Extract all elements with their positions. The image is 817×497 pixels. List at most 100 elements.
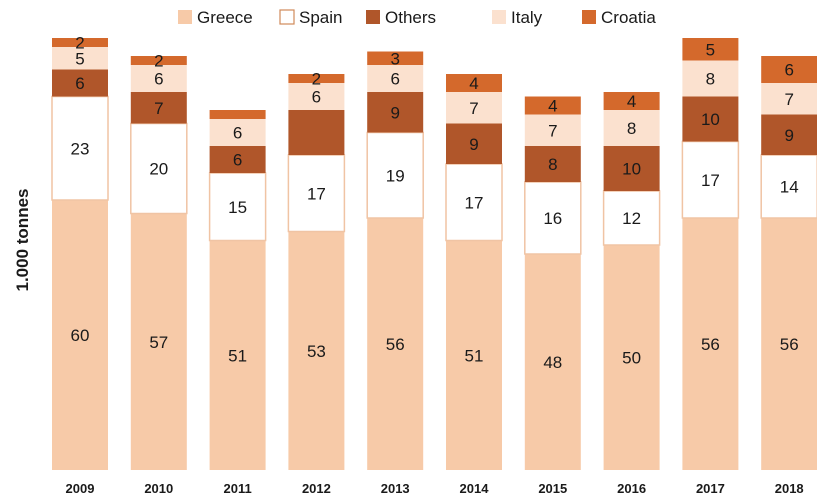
data-label-italy-2016: 8 [627, 119, 636, 138]
data-label-croatia-2015: 4 [548, 97, 557, 116]
data-label-spain-2017: 17 [701, 171, 720, 190]
bar-segment-others-2014 [446, 123, 502, 164]
data-label-croatia-2012: 2 [312, 70, 321, 89]
data-label-others-2009: 6 [75, 74, 84, 93]
data-label-spain-2015: 16 [543, 209, 562, 228]
bar-segment-croatia-2018 [761, 56, 817, 83]
bar-segment-spain-2011 [208, 172, 267, 242]
bar-segment-italy-2014 [446, 92, 502, 124]
data-label-greece-2012: 53 [307, 342, 326, 361]
data-label-others-2018: 9 [784, 126, 793, 145]
bar-segment-croatia-2015 [524, 96, 581, 115]
legend-label-croatia: Croatia [601, 8, 656, 27]
data-label-others-2010: 7 [154, 99, 163, 118]
x-tick-label-2009: 2009 [66, 481, 95, 496]
data-label-spain-2009: 23 [71, 139, 90, 158]
bar-segment-others-2012 [288, 110, 345, 155]
bar-segment-croatia-2012 [288, 74, 345, 83]
data-label-greece-2018: 56 [780, 335, 799, 354]
bar-segment-croatia-2016 [603, 92, 660, 110]
bar-segment-croatia-2009 [52, 38, 108, 47]
bar-segment-spain-2014 [445, 163, 503, 242]
x-tick-label-2012: 2012 [302, 481, 331, 496]
data-label-greece-2011: 51 [228, 346, 247, 365]
bar-segment-greece-2014 [446, 240, 502, 470]
data-label-italy-2011: 6 [233, 124, 242, 143]
bar-segment-greece-2016 [603, 245, 660, 470]
legend-swatch-greece [178, 10, 192, 24]
bar-segment-spain-2018 [760, 154, 817, 219]
data-label-greece-2009: 60 [71, 326, 90, 345]
legend-label-italy: Italy [511, 8, 543, 27]
data-label-spain-2012: 17 [307, 184, 326, 203]
data-label-others-2017: 10 [701, 110, 720, 129]
data-label-croatia-2013: 3 [390, 49, 399, 68]
data-label-others-2013: 9 [390, 103, 399, 122]
legend-swatch-italy [492, 10, 506, 24]
data-label-italy-2009: 5 [75, 49, 84, 68]
data-label-italy-2014: 7 [469, 99, 478, 118]
bar-segment-others-2018 [761, 114, 817, 155]
x-tick-label-2015: 2015 [538, 481, 567, 496]
bar-segment-spain-2009 [51, 95, 109, 201]
bar-segment-others-2017 [682, 96, 739, 142]
bar-segment-croatia-2010 [130, 56, 187, 65]
legend-swatch-spain [279, 9, 295, 25]
legend: Greece Spain Others Italy Croatia [178, 8, 656, 27]
x-tick-label-2013: 2013 [381, 481, 410, 496]
bar-segment-spain-2013 [366, 131, 424, 219]
bar-segment-italy-2011 [209, 119, 266, 146]
x-tick-label-2014: 2014 [460, 481, 490, 496]
x-tick-label-2017: 2017 [696, 481, 725, 496]
bar-segment-croatia-2011 [209, 110, 266, 119]
data-label-italy-2013: 6 [390, 70, 399, 89]
data-label-greece-2016: 50 [622, 349, 641, 368]
data-label-croatia-2016: 4 [627, 92, 636, 111]
legend-swatch-others [366, 10, 380, 24]
data-label-greece-2014: 51 [465, 346, 484, 365]
bar-segment-spain-2017 [681, 140, 740, 219]
data-label-croatia-2009: 2 [75, 34, 84, 53]
data-label-italy-2010: 6 [154, 70, 163, 89]
x-tick-label-2016: 2016 [617, 481, 646, 496]
data-label-others-2015: 8 [548, 155, 557, 174]
data-label-spain-2014: 17 [465, 193, 484, 212]
bars: 6023652572076251156653176256199635117974… [51, 34, 817, 470]
bar-segment-italy-2010 [130, 65, 187, 92]
data-label-others-2014: 9 [469, 135, 478, 154]
data-label-spain-2010: 20 [149, 160, 168, 179]
data-label-italy-2012: 6 [312, 88, 321, 107]
bar-segment-greece-2009 [52, 200, 108, 470]
bar-segment-others-2010 [130, 92, 187, 124]
data-label-italy-2015: 7 [548, 121, 557, 140]
bar-segment-italy-2018 [761, 83, 817, 115]
data-label-others-2011: 6 [233, 151, 242, 170]
legend-label-others: Others [385, 8, 436, 27]
data-label-greece-2013: 56 [386, 335, 405, 354]
legend-label-spain: Spain [299, 8, 342, 27]
legend-label-greece: Greece [197, 8, 253, 27]
data-label-spain-2013: 19 [386, 166, 405, 185]
bar-segment-spain-2012 [287, 154, 346, 233]
bar-segment-croatia-2014 [446, 74, 502, 92]
data-label-spain-2011: 15 [228, 198, 247, 217]
data-label-spain-2018: 14 [780, 178, 799, 197]
bar-segment-croatia-2013 [367, 51, 424, 65]
legend-swatch-croatia [582, 10, 596, 24]
data-label-croatia-2017: 5 [706, 40, 715, 59]
bar-segment-others-2016 [603, 146, 660, 191]
data-label-croatia-2010: 2 [154, 52, 163, 71]
bar-segment-others-2009 [52, 69, 108, 97]
data-label-others-2016: 10 [622, 160, 641, 179]
bar-segment-greece-2012 [288, 231, 345, 470]
bar-segment-croatia-2017 [682, 38, 739, 61]
bar-segment-italy-2013 [367, 65, 424, 92]
x-tick-label-2018: 2018 [775, 481, 804, 496]
bar-segment-greece-2017 [682, 218, 739, 470]
bar-segment-greece-2013 [367, 218, 424, 470]
bar-segment-others-2011 [209, 146, 266, 173]
bar-segment-greece-2010 [130, 213, 187, 470]
data-label-greece-2015: 48 [543, 353, 562, 372]
